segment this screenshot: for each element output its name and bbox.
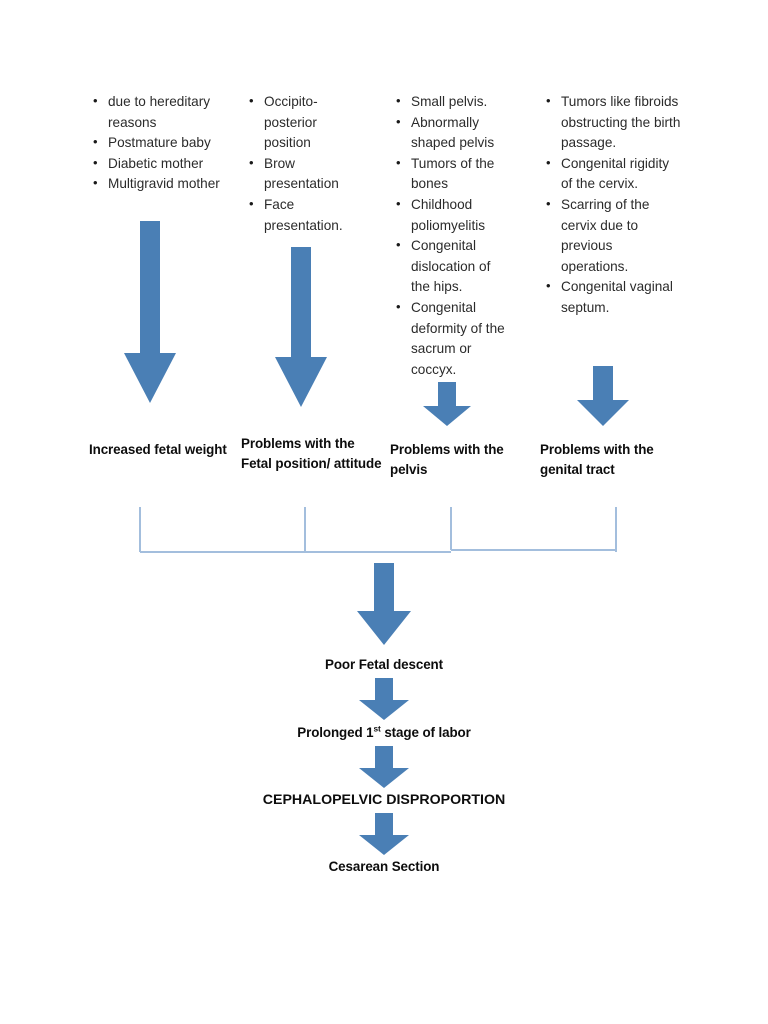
down-arrow-icon [359,746,409,788]
list-item: Childhood poliomyelitis [396,194,511,236]
list-item: Tumors of the bones [396,153,511,195]
chain-label-cephalopelvic-disproportion: CEPHALOPELVIC DISPROPORTION [262,792,506,808]
stage-text-suffix: stage of labor [380,725,471,740]
list-item: Congenital dislocation of the hips. [396,235,511,298]
list-item: Abnormally shaped pelvis [396,112,511,154]
merge-bracket-connector [130,500,630,560]
bullet-list-genital-tract: Tumors like fibroids obstructing the bir… [541,91,681,319]
list-item: Face presentation. [249,194,362,236]
list-item: Diabetic mother [93,153,238,175]
bullet-list-pelvis: Small pelvis. Abnormally shaped pelvis T… [391,91,511,380]
cause-column-genital-tract: Tumors like fibroids obstructing the bir… [541,91,681,319]
down-arrow-icon [423,382,471,426]
page-title-genital-tract: Problems with the genital tract [540,442,654,477]
cause-column-pelvis: Small pelvis. Abnormally shaped pelvis T… [391,91,511,380]
list-item: Occipito-posterior position [249,91,362,154]
chain-label-cesarean-section: Cesarean Section [328,859,440,874]
list-item: Congenital vaginal septum. [546,276,681,318]
down-arrow-icon [359,678,409,720]
down-arrow-icon [275,247,327,407]
list-item: Tumors like fibroids obstructing the bir… [546,91,681,154]
down-arrow-icon [359,813,409,855]
down-arrow-icon [124,221,176,403]
list-item: Congenital rigidity of the cervix. [546,153,681,195]
down-arrow-icon [357,563,411,645]
cause-column-fetal-position: Occipito-posterior position Brow present… [244,91,362,236]
list-item: Scarring of the cervix due to previous o… [546,194,681,277]
down-arrow-icon [577,366,629,426]
stage-superscript: st [373,723,381,734]
cause-column-fetal-weight: due to hereditary reasons Postmature bab… [88,91,238,195]
chain-label-prolonged-first-stage: Prolonged 1st stage of labor [0,723,768,740]
chain-label-poor-fetal-descent: Poor Fetal descent [324,657,443,672]
list-item: Brow presentation [249,153,362,195]
list-item: due to hereditary reasons [93,91,238,133]
stage-text-prefix: Prolonged 1 [297,725,374,740]
page-title-pelvis: Problems with the pelvis [390,442,504,477]
page-title-fetal-position: Problems with the Fetal position/ attitu… [241,436,382,471]
list-item: Small pelvis. [396,91,511,113]
list-item: Congenital deformity of the sacrum or co… [396,297,511,380]
bullet-list-fetal-weight: due to hereditary reasons Postmature bab… [88,91,238,195]
bullet-list-fetal-position: Occipito-posterior position Brow present… [244,91,362,236]
list-item: Postmature baby [93,132,238,154]
page-title-fetal-weight: Increased fetal weight [89,442,227,457]
list-item: Multigravid mother [93,173,238,195]
